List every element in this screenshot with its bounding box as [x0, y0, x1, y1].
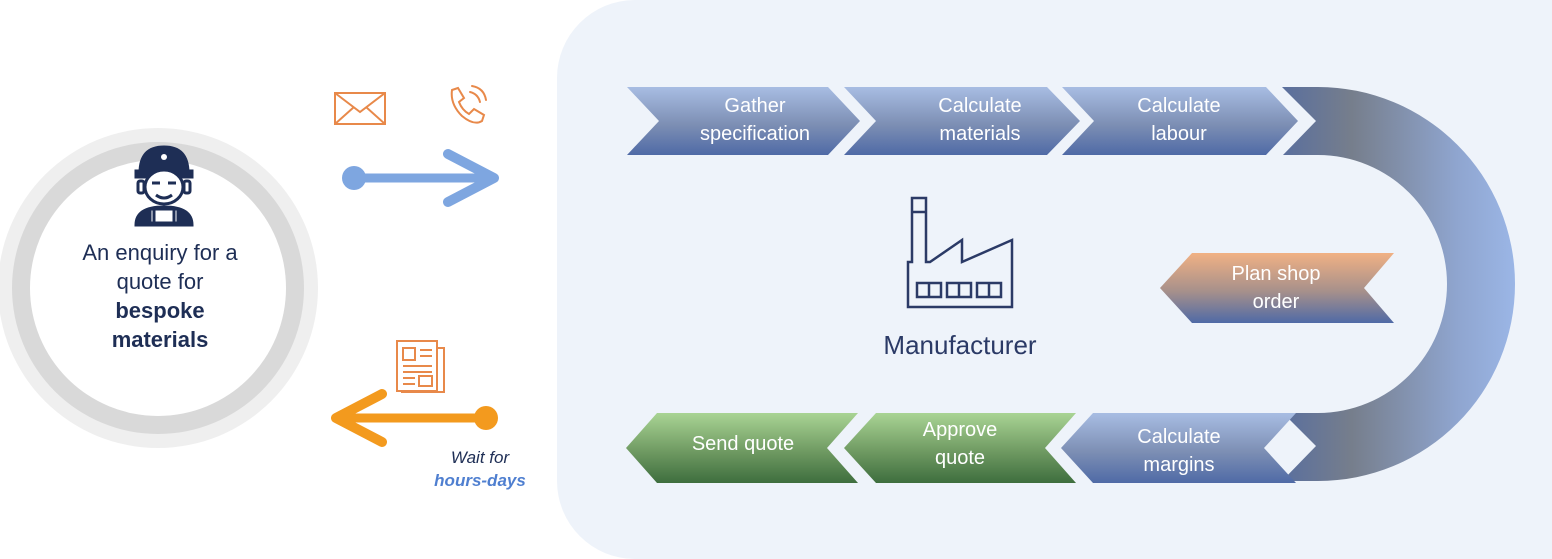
- envelope-icon: [334, 92, 386, 125]
- process-flow: [626, 87, 1515, 483]
- manufacturer-label: Manufacturer: [883, 330, 1037, 360]
- step-send-label: Send quote: [691, 433, 795, 455]
- chevron-plan: [1160, 253, 1394, 323]
- phone-icon: [450, 85, 487, 124]
- factory-icon: [906, 196, 1014, 309]
- step-margins-label: Calculate margins: [1137, 426, 1221, 476]
- chevron-margins: [1061, 413, 1296, 483]
- enquiry-text: An enquiry for a quote for bespoke mater…: [40, 238, 280, 354]
- wait-line-1: Wait for: [450, 448, 510, 467]
- step-materials-label: Calculate materials: [938, 95, 1022, 145]
- wait-line-2: hours-days: [434, 471, 526, 490]
- chevron-approve: [844, 413, 1076, 483]
- step-plan-label: Plan shop order: [1231, 263, 1321, 313]
- step-labour-label: Calculate labour: [1137, 95, 1221, 145]
- chevron-send: [626, 413, 858, 483]
- worker-icon: [134, 145, 194, 227]
- chevron-gather: [627, 87, 860, 155]
- enquiry-bold-2: materials: [111, 327, 209, 352]
- enquiry-line-1: An enquiry for a: [82, 240, 238, 265]
- outgoing-arrow: [331, 389, 498, 447]
- u-turn-band: [1282, 87, 1515, 481]
- enquiry-bold-1: bespoke: [115, 298, 205, 323]
- chevron-labour: [1062, 87, 1298, 155]
- enquiry-line-2: quote for: [116, 269, 204, 294]
- step-gather-label: Gather specification: [699, 95, 811, 145]
- chevron-materials: [844, 87, 1080, 155]
- incoming-arrow: [342, 149, 499, 207]
- wait-label: Wait for hours-days: [410, 446, 550, 492]
- step-approve-label: Approve quote: [922, 419, 998, 469]
- document-icon: [396, 340, 445, 393]
